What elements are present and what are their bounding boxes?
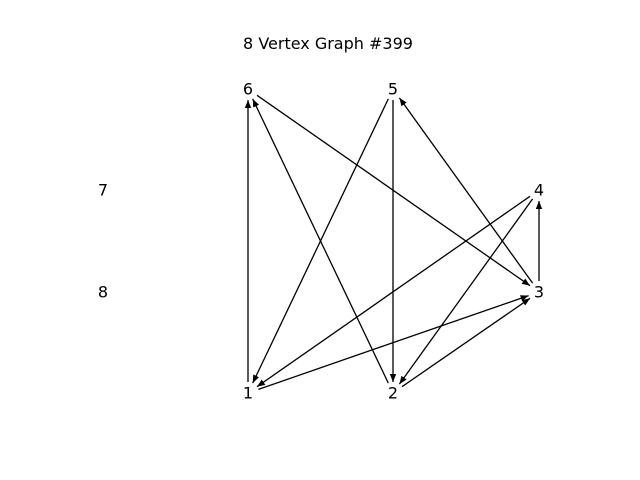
node-8-label: 8 bbox=[98, 283, 108, 302]
node-6-label: 6 bbox=[243, 80, 253, 99]
node-3-label: 3 bbox=[534, 283, 544, 302]
edge-4-to-2 bbox=[398, 198, 534, 385]
node-7-label: 7 bbox=[98, 181, 108, 200]
nodes-layer: 1 2 3 4 5 6 7 8 bbox=[98, 80, 544, 403]
node-2-label: 2 bbox=[388, 384, 398, 403]
node-1-label: 1 bbox=[243, 384, 253, 403]
node-5-label: 5 bbox=[388, 80, 398, 99]
edge-5-to-1 bbox=[252, 98, 389, 384]
edges-layer bbox=[244, 94, 543, 391]
graph-title: 8 Vertex Graph #399 bbox=[243, 34, 413, 53]
node-4-label: 4 bbox=[534, 181, 544, 200]
edge-2-to-3 bbox=[401, 297, 531, 388]
edge-3-to-5 bbox=[398, 97, 534, 284]
edge-6-to-3 bbox=[256, 94, 531, 287]
